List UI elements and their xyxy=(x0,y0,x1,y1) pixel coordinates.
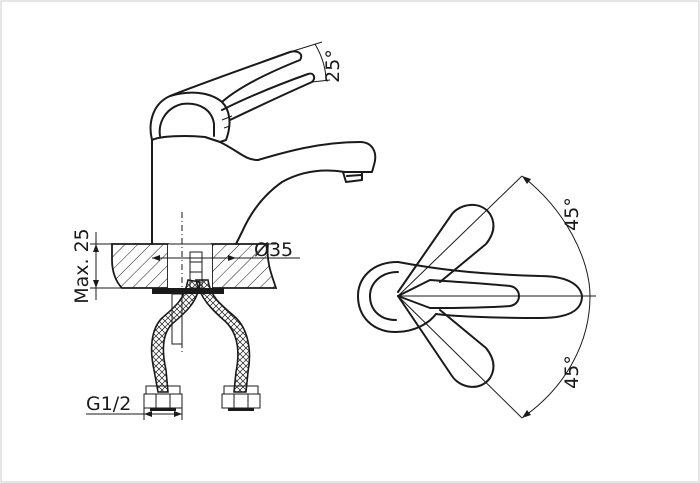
lever-arm xyxy=(169,50,303,103)
lever-position-upper xyxy=(397,204,495,293)
lever-hub-inner xyxy=(158,102,215,137)
max-thickness-label: Max. 25 xyxy=(71,228,93,304)
countertop-left xyxy=(111,243,169,289)
top-view: 45° 45° xyxy=(357,175,596,419)
fitting-right xyxy=(221,385,261,411)
lever-position-centre xyxy=(397,261,583,319)
rotation-lower-label: 45° xyxy=(561,355,583,389)
diameter-label: Ø35 xyxy=(254,239,293,261)
lever-arm-lower xyxy=(221,72,316,121)
lever-hub xyxy=(149,91,231,143)
hose-right xyxy=(195,279,251,393)
side-view: 25° xyxy=(71,41,377,420)
rotation-upper-label: 45° xyxy=(561,197,583,231)
hub-circle xyxy=(357,261,437,333)
hose-left xyxy=(150,279,201,393)
lever-angle-label: 25° xyxy=(322,49,344,83)
lever-position-lower xyxy=(397,295,495,388)
aerator xyxy=(342,171,363,183)
faucet-body xyxy=(151,135,377,245)
hub-inner xyxy=(369,271,399,321)
thread-size-label: G1/2 xyxy=(86,393,131,415)
